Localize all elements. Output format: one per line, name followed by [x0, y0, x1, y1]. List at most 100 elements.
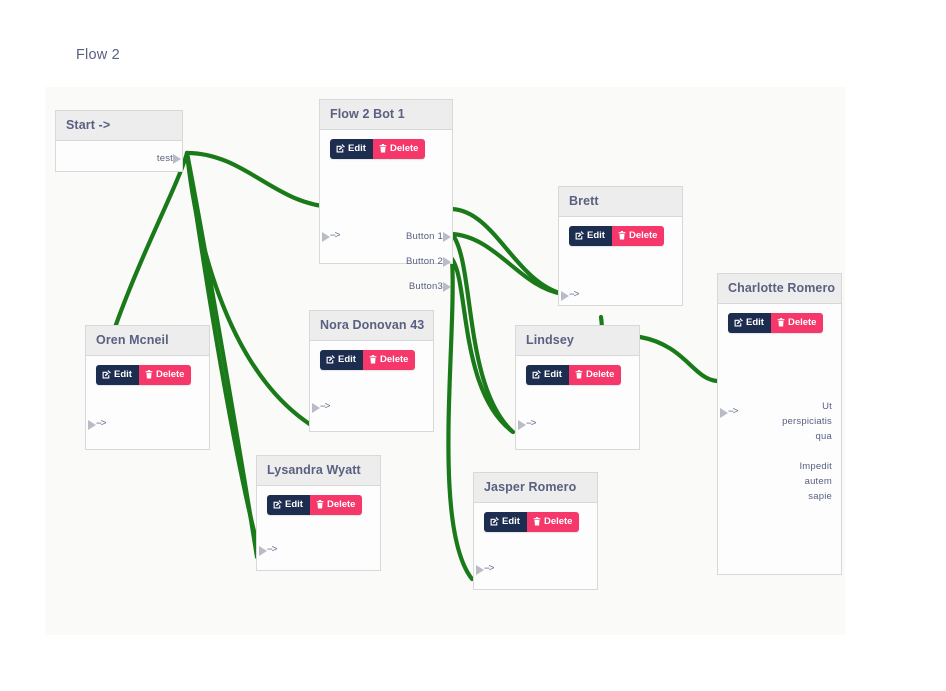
out-port-button-1[interactable]: Button 1: [406, 231, 451, 242]
in-port[interactable]: -->: [476, 563, 494, 575]
out-port-button-3[interactable]: Button3: [409, 281, 451, 292]
flow-canvas[interactable]: Start -> test Flow 2 Bot 1: [45, 87, 845, 635]
port-connector-nub[interactable]: [561, 291, 569, 301]
edit-button-label: Edit: [746, 317, 764, 328]
node-title: Lysandra Wyatt: [257, 456, 380, 486]
delete-button[interactable]: Delete: [138, 365, 192, 385]
delete-button[interactable]: Delete: [372, 139, 426, 159]
node-start[interactable]: Start -> test: [55, 110, 183, 172]
out-port-button-2[interactable]: Button 2: [406, 256, 451, 267]
edge-start-to-flow2bot1: [184, 150, 336, 210]
out-port-test[interactable]: test: [156, 153, 181, 164]
in-port[interactable]: -->: [88, 418, 106, 430]
out-port-label: test: [156, 153, 173, 164]
edit-button-label: Edit: [502, 516, 520, 527]
delete-button-label: Delete: [326, 499, 356, 510]
in-port-label: -->: [569, 289, 579, 300]
node-actions: Edit Delete: [728, 313, 824, 333]
node-actions: Edit Delete: [96, 365, 192, 385]
port-connector-nub[interactable]: [322, 232, 330, 242]
delete-button[interactable]: Delete: [309, 495, 363, 515]
port-connector-nub[interactable]: [443, 282, 451, 292]
pencil-square-icon: [336, 144, 345, 153]
in-port-label: -->: [320, 401, 330, 412]
node-charlotte-romero[interactable]: Charlotte Romero Edit: [717, 273, 842, 575]
node-title: Start ->: [56, 111, 182, 141]
node-title: Charlotte Romero: [718, 274, 841, 304]
node-body: Edit Delete --> B: [320, 130, 452, 292]
edit-button[interactable]: Edit: [96, 365, 139, 385]
delete-button-label: Delete: [585, 369, 615, 380]
in-port-label: -->: [267, 544, 277, 555]
node-actions: Edit Delete: [267, 495, 363, 515]
node-flow2bot1[interactable]: Flow 2 Bot 1 Edit: [319, 99, 453, 292]
in-port[interactable]: -->: [312, 401, 330, 413]
node-jasper-romero[interactable]: Jasper Romero Edit: [473, 472, 598, 590]
node-oren-mcneil[interactable]: Oren Mcneil Edit: [85, 325, 210, 450]
edit-button[interactable]: Edit: [267, 495, 310, 515]
pencil-square-icon: [734, 318, 743, 327]
in-port[interactable]: -->: [720, 406, 738, 418]
node-actions: Edit Delete: [484, 512, 580, 532]
delete-button-label: Delete: [155, 369, 185, 380]
port-connector-nub[interactable]: [88, 420, 96, 430]
page-title: Flow 2: [76, 47, 120, 63]
edge-button2-to-brett: [449, 231, 566, 297]
port-connector-nub[interactable]: [173, 154, 181, 164]
delete-button[interactable]: Delete: [362, 350, 416, 370]
delete-button[interactable]: Delete: [611, 226, 665, 246]
edit-button[interactable]: Edit: [728, 313, 771, 333]
edit-button[interactable]: Edit: [569, 226, 612, 246]
pencil-square-icon: [490, 517, 499, 526]
node-body: test: [56, 141, 182, 169]
edit-button[interactable]: Edit: [330, 139, 373, 159]
in-port[interactable]: -->: [322, 230, 340, 242]
node-nora-donovan[interactable]: Nora Donovan 43 Edit: [309, 310, 434, 432]
in-port-label: -->: [526, 418, 536, 429]
node-lysandra-wyatt[interactable]: Lysandra Wyatt Edit: [256, 455, 381, 571]
node-body: Edit Delete -->: [86, 356, 209, 447]
node-actions: Edit Delete: [526, 365, 622, 385]
out-port-text-block-2[interactable]: Impedit autem sapie: [799, 461, 832, 502]
node-body: Edit Delete -->: [474, 503, 597, 587]
delete-button[interactable]: Delete: [770, 313, 824, 333]
in-port-label: -->: [728, 406, 738, 417]
out-port-text-block-1[interactable]: Ut perspiciatis qua: [782, 401, 832, 442]
pencil-square-icon: [532, 370, 541, 379]
port-connector-nub[interactable]: [312, 403, 320, 413]
trash-icon: [369, 355, 377, 364]
edit-button[interactable]: Edit: [320, 350, 363, 370]
delete-button[interactable]: Delete: [526, 512, 580, 532]
port-connector-nub[interactable]: [720, 408, 728, 418]
delete-button-label: Delete: [389, 143, 419, 154]
node-actions: Edit Delete: [320, 350, 416, 370]
edit-button[interactable]: Edit: [484, 512, 527, 532]
edit-button[interactable]: Edit: [526, 365, 569, 385]
edit-button-label: Edit: [544, 369, 562, 380]
trash-icon: [777, 318, 785, 327]
node-brett[interactable]: Brett Edit: [558, 186, 683, 306]
port-connector-nub[interactable]: [476, 565, 484, 575]
delete-button[interactable]: Delete: [568, 365, 622, 385]
port-connector-nub[interactable]: [443, 257, 451, 267]
in-port[interactable]: -->: [259, 544, 277, 556]
node-title: Oren Mcneil: [86, 326, 209, 356]
in-port-label: -->: [484, 563, 494, 574]
port-connector-nub[interactable]: [518, 420, 526, 430]
delete-button-label: Delete: [787, 317, 817, 328]
node-body: Edit Delete -->: [310, 341, 433, 429]
node-title: Nora Donovan 43: [310, 311, 433, 341]
flow-header-card: Flow 2: [45, 27, 845, 87]
port-connector-nub[interactable]: [259, 546, 267, 556]
port-connector-nub[interactable]: [443, 232, 451, 242]
edge-button3-to-jasper: [446, 256, 475, 582]
in-port[interactable]: -->: [561, 289, 579, 301]
node-lindsey[interactable]: Lindsey Edit: [515, 325, 640, 450]
pencil-square-icon: [326, 355, 335, 364]
edit-button-label: Edit: [587, 230, 605, 241]
node-title: Brett: [559, 187, 682, 217]
node-body: Edit Delete -->: [257, 486, 380, 568]
in-port[interactable]: -->: [518, 418, 536, 430]
delete-button-label: Delete: [543, 516, 573, 527]
edit-button-label: Edit: [338, 354, 356, 365]
